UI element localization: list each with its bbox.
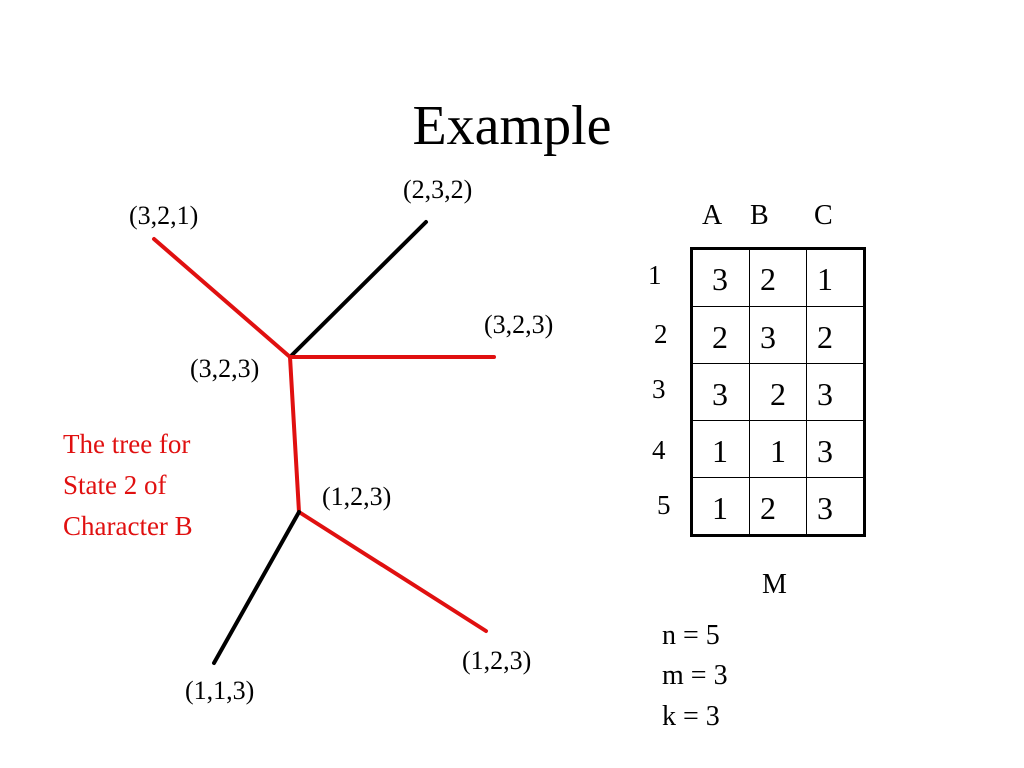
param-n: n = 5: [662, 620, 720, 651]
tree-edge-leaf-a: [152, 237, 292, 359]
caption-line: The tree for: [63, 429, 191, 459]
tree-edge-leaf-d: [297, 510, 488, 633]
matrix-cell: 1: [806, 248, 865, 307]
matrix-cell: 3: [749, 306, 807, 364]
tree-edge-leaf-e: [212, 510, 301, 665]
matrix-row: 2 3 2: [691, 306, 865, 364]
matrix-cell: 1: [749, 420, 807, 478]
matrix-cell: 2: [749, 363, 807, 421]
column-header-b: B: [750, 200, 769, 231]
row-header-5: 5: [657, 490, 671, 520]
matrix-row: 3 2 3: [691, 363, 865, 421]
matrix-row: 1 2 3: [691, 477, 865, 536]
caption-line: State 2 of: [63, 470, 167, 500]
matrix-cell: 2: [806, 306, 865, 364]
node-label-leaf-c: (3,2,3): [484, 310, 554, 339]
node-label-inner-bottom: (1,2,3): [322, 482, 392, 511]
node-label-leaf-d: (1,2,3): [462, 646, 532, 675]
row-header-3: 3: [652, 374, 666, 404]
node-label-leaf-e: (1,1,3): [185, 676, 255, 705]
matrix-row: 1 1 3: [691, 420, 865, 478]
character-matrix: 3 2 1 2 3 2 3 2 3 1 1 3 1 2 3: [690, 247, 866, 537]
matrix-cell: 3: [691, 248, 750, 307]
tree-edge-internal: [288, 355, 301, 514]
node-label-leaf-b: (2,3,2): [403, 175, 473, 204]
node-label-inner-top: (3,2,3): [190, 354, 260, 383]
row-header-4: 4: [652, 435, 666, 465]
param-m: m = 3: [662, 660, 728, 691]
matrix-cell: 3: [806, 477, 865, 536]
slide-title: Example: [412, 95, 612, 157]
row-header-1: 1: [648, 260, 662, 290]
tree-caption: The tree for State 2 of Character B: [63, 424, 263, 547]
matrix-cell: 2: [749, 477, 807, 536]
matrix-row: 3 2 1: [691, 248, 865, 307]
matrix-cell: 3: [691, 363, 750, 421]
caption-line: Character B: [63, 511, 193, 541]
matrix-cell: 2: [691, 306, 750, 364]
column-header-a: A: [702, 200, 723, 231]
column-header-c: C: [814, 200, 833, 231]
matrix-cell: 1: [691, 477, 750, 536]
matrix-cell: 3: [806, 420, 865, 478]
matrix-label: M: [762, 569, 787, 600]
row-header-2: 2: [654, 319, 668, 349]
node-label-leaf-a: (3,2,1): [129, 201, 199, 230]
matrix-cell: 2: [749, 248, 807, 307]
param-k: k = 3: [662, 701, 720, 732]
matrix-cell: 1: [691, 420, 750, 478]
tree-edge-leaf-b: [288, 220, 428, 359]
matrix-cell: 3: [806, 363, 865, 421]
